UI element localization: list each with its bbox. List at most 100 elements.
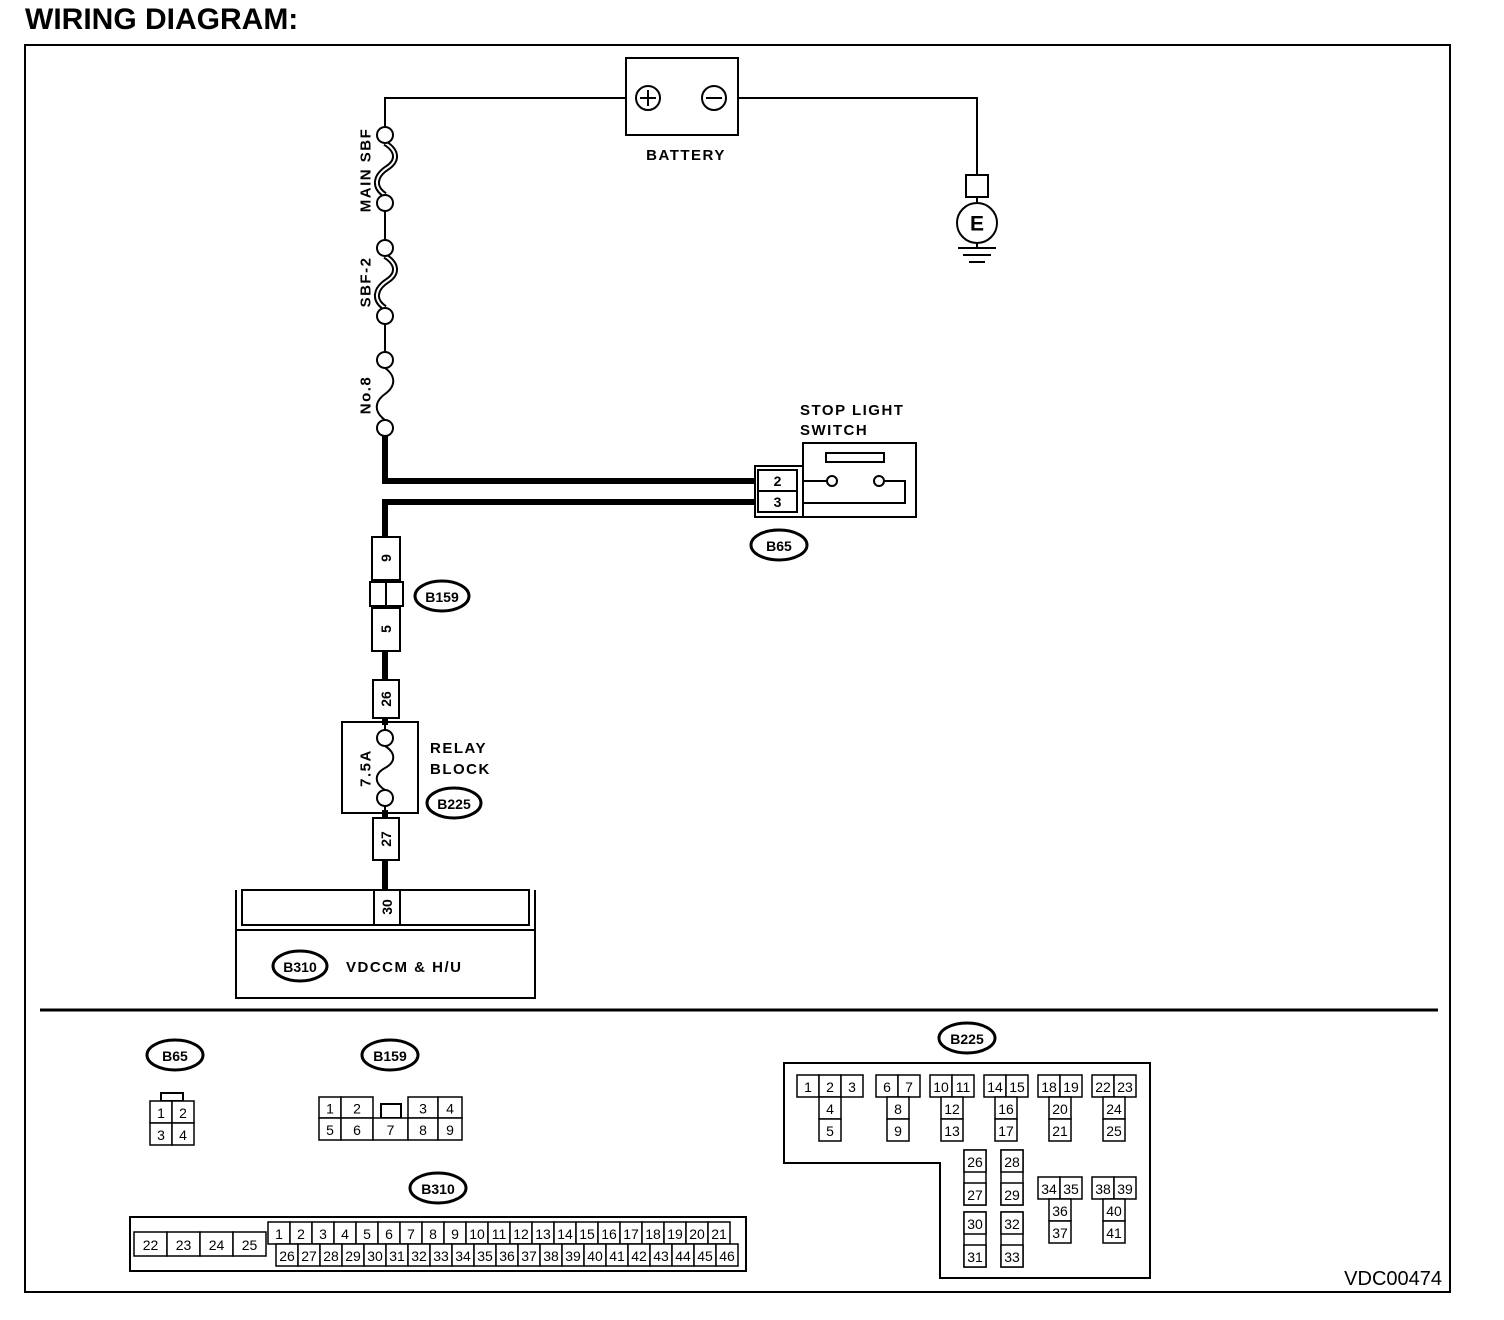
b225-face-pin-number: 17 — [998, 1123, 1014, 1139]
ground-point-label: E — [970, 213, 984, 236]
relay-block-pin-number: 26 — [378, 691, 394, 707]
b225-face-pin-cavity: 20 — [1048, 1096, 1072, 1120]
battery-label: BATTERY — [646, 147, 726, 164]
relay-block-pin-box — [372, 817, 400, 861]
b225-face-pin-cavity: 37 — [1048, 1220, 1072, 1244]
b225-face-pin-cavity: 7 — [897, 1074, 921, 1098]
b310-face-pin-cavity: 40 — [583, 1243, 607, 1267]
b225-face-pin-cavity: 39 — [1113, 1176, 1137, 1200]
b65-face-pin-number: 2 — [179, 1105, 187, 1121]
b159-face-pin-number: 3 — [419, 1101, 427, 1117]
b225-face-pin-cavity: 2 — [818, 1074, 842, 1098]
b310-face-pin-cavity: 4 — [333, 1221, 357, 1245]
b310-face-pin-number: 45 — [697, 1248, 713, 1264]
b225-face-pin-cavity: 38 — [1091, 1176, 1115, 1200]
b65-face-pin-cavity: 3 — [149, 1122, 173, 1146]
b310-face-pin-cavity: 5 — [355, 1221, 379, 1245]
b225-face-pin-cavity: 15 — [1005, 1074, 1029, 1098]
b225-face-pin-cavity: 24 — [1102, 1096, 1126, 1120]
sbf-2-terminal-bottom — [376, 307, 394, 325]
b310-face-pin-cavity: 42 — [627, 1243, 651, 1267]
connector-face-label-b159: B159 — [373, 1048, 407, 1064]
b310-face-pin-number: 16 — [601, 1226, 617, 1242]
b225-face-pin-number: 41 — [1106, 1225, 1122, 1241]
b225-face-pin-cavity: 32 — [1000, 1211, 1024, 1235]
b225-face-pin-number: 18 — [1041, 1079, 1057, 1095]
b310-face-pin-number: 26 — [279, 1248, 295, 1264]
connector-label-oval — [425, 786, 483, 820]
b159-face-pin-number: 2 — [353, 1101, 361, 1117]
b310-face-pin-cavity: 28 — [319, 1243, 343, 1267]
b310-face-pin-number: 43 — [653, 1248, 669, 1264]
figure-code: VDC00474 — [1344, 1268, 1442, 1290]
b310-face-pin-cavity: 19 — [663, 1221, 687, 1245]
b159-face-pin-number: 1 — [326, 1101, 334, 1117]
b310-face-pin-number: 21 — [711, 1226, 727, 1242]
connector-b159-pin-number: 5 — [378, 625, 394, 633]
relay-fuse-terminal-top — [376, 729, 394, 747]
b310-face-pin-number: 38 — [543, 1248, 559, 1264]
b225-face-pin-number: 1 — [804, 1079, 812, 1095]
b159-face-pin-number: 6 — [353, 1122, 361, 1138]
connector-label-b310: B310 — [283, 959, 317, 975]
b225-face-pin-cavity: 29 — [1000, 1182, 1024, 1206]
b310-face-pin-number: 28 — [323, 1248, 339, 1264]
connector-label-oval — [749, 528, 809, 562]
b225-face-pin-number: 14 — [987, 1079, 1003, 1095]
b225-face-pin-cavity: 26 — [963, 1149, 987, 1173]
b225-face-pin-number: 29 — [1004, 1187, 1020, 1203]
b225-face-pin-number: 39 — [1117, 1181, 1133, 1197]
b310-face-pin-cavity: 29 — [341, 1243, 365, 1267]
b310-face-pin-cavity: 43 — [649, 1243, 673, 1267]
connector-face-label-oval — [360, 1038, 420, 1072]
b225-face-pin-number: 16 — [998, 1101, 1014, 1117]
b310-face-pin-number: 29 — [345, 1248, 361, 1264]
b225-face-pin-number: 21 — [1052, 1123, 1068, 1139]
b225-face-pin-cavity: 4 — [818, 1096, 842, 1120]
connector-face-b310-housing — [129, 1216, 747, 1272]
b65-face-pin-cavity: 2 — [171, 1100, 195, 1124]
b310-face-pin-cavity: 18 — [641, 1221, 665, 1245]
b225-face-pin-cavity: 1 — [796, 1074, 820, 1098]
main-sbf-terminal-bottom — [376, 194, 394, 212]
b225-face-pin-number: 31 — [967, 1249, 983, 1265]
b225-face-pin-number: 9 — [894, 1123, 902, 1139]
b159-face-pin-cavity: 4 — [437, 1096, 463, 1119]
b310-face-pin-number: 34 — [455, 1248, 471, 1264]
b310-face-pin-number: 3 — [319, 1226, 327, 1242]
relay-fuse-rating: 7.5A — [358, 749, 375, 787]
b225-face-pin-number: 10 — [933, 1079, 949, 1095]
b225-face-pin-number: 23 — [1117, 1079, 1133, 1095]
main-sbf-terminal-top — [376, 126, 394, 144]
connector-face-label-b65: B65 — [162, 1048, 188, 1064]
ground-icon: E — [956, 174, 998, 263]
connector-face-b225-housing — [783, 1062, 1151, 1279]
b310-face-pin-cavity: 32 — [407, 1243, 431, 1267]
b310-face-pin-number: 20 — [689, 1226, 705, 1242]
vdccm-module: 30 B310 VDCCM & H/U — [235, 889, 536, 999]
b225-face-pin-number: 2 — [826, 1079, 834, 1095]
b225-face-pin-cavity: 31 — [963, 1244, 987, 1268]
stop-light-switch-label-line-1: STOP LIGHT — [800, 402, 904, 419]
b159-face-pin-cavity: 8 — [407, 1117, 439, 1141]
b225-face-pin-cavity: 10 — [929, 1074, 953, 1098]
b225-face-pin-number: 12 — [944, 1101, 960, 1117]
vdccm-pin-number: 30 — [379, 899, 395, 915]
wire-battery-positive — [384, 97, 636, 127]
sbf-2-terminal-top — [376, 239, 394, 257]
b310-face-pin-cavity: 41 — [605, 1243, 629, 1267]
b310-face-pin-cavity: 8 — [421, 1221, 445, 1245]
connector-face-label-oval — [408, 1171, 468, 1205]
wire-no-8-to-stop-light-switch — [382, 433, 761, 484]
b310-face-pin-cavity: 34 — [451, 1243, 475, 1267]
b225-face-pin-number: 34 — [1041, 1181, 1057, 1197]
main-sbf-label: MAIN SBF — [358, 128, 375, 213]
b310-face-pin-cavity: 44 — [671, 1243, 695, 1267]
b310-face-pin-number: 15 — [579, 1226, 595, 1242]
b310-face-pin-cavity: 14 — [553, 1221, 577, 1245]
b310-face-pin-number: 27 — [301, 1248, 317, 1264]
relay-fuse-terminal-bottom — [376, 789, 394, 807]
b310-face-pin-cavity: 21 — [707, 1221, 731, 1245]
